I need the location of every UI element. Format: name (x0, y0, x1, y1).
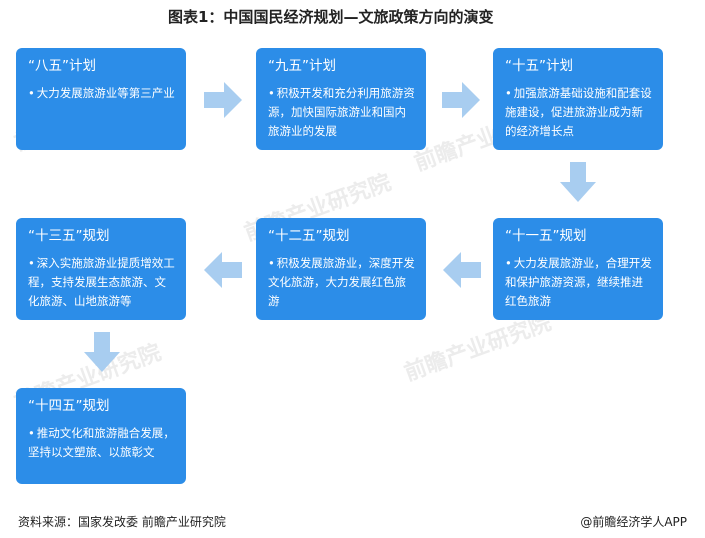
plan-box-11th: “十一五”规划 •大力发展旅游业，合理开发和保护旅游资源，继续推进红色旅游 (493, 218, 663, 320)
plan-box-14th: “十四五”规划 •推动文化和旅游融合发展，坚持以文塑旅、以旅彰文 (16, 388, 186, 484)
plan-description: •积极发展旅游业，深度开发文化旅游，大力发展红色旅游 (268, 256, 415, 308)
plan-box-12th: “十二五”规划 •积极发展旅游业，深度开发文化旅游，大力发展红色旅游 (256, 218, 426, 320)
plan-description: •加强旅游基础设施和配套设施建设，促进旅游业成为新的经济增长点 (505, 86, 652, 138)
plan-box-10th: “十五”计划 •加强旅游基础设施和配套设施建设，促进旅游业成为新的经济增长点 (493, 48, 663, 150)
plan-description: •大力发展旅游业等第三产业 (28, 86, 175, 100)
plan-box-9th: “九五”计划 •积极开发和充分利用旅游资源，加快国际旅游业和国内旅游业的发展 (256, 48, 426, 150)
plan-name: “十四五”规划 (28, 398, 110, 414)
plan-name: “十五”计划 (505, 58, 573, 74)
plan-description: •积极开发和充分利用旅游资源，加快国际旅游业和国内旅游业的发展 (268, 86, 415, 138)
brand-label: @前瞻经济学人APP (580, 515, 687, 529)
plan-description: •大力发展旅游业，合理开发和保护旅游资源，继续推进红色旅游 (505, 256, 652, 308)
plan-description: •深入实施旅游业提质增效工程，支持发展生态旅游、文化旅游、山地旅游等 (28, 256, 175, 308)
plan-description: •推动文化和旅游融合发展，坚持以文塑旅、以旅彰文 (28, 426, 175, 459)
plan-box-13th: “十三五”规划 •深入实施旅游业提质增效工程，支持发展生态旅游、文化旅游、山地旅… (16, 218, 186, 320)
plan-name: “八五”计划 (28, 58, 96, 74)
page-title: 图表1：中国国民经济规划—文旅政策方向的演变 (168, 8, 494, 26)
source-note: 资料来源：国家发改委 前瞻产业研究院 (18, 515, 226, 529)
plan-name: “十三五”规划 (28, 228, 110, 244)
arrow-left-icon (443, 252, 481, 288)
plan-name: “十二五”规划 (268, 228, 350, 244)
arrow-down-icon (560, 162, 596, 202)
arrow-left-icon (204, 252, 242, 288)
plan-name: “十一五”规划 (505, 228, 587, 244)
arrow-right-icon (204, 82, 242, 118)
plan-box-8th: “八五”计划 •大力发展旅游业等第三产业 (16, 48, 186, 150)
arrow-down-icon (84, 332, 120, 372)
arrow-right-icon (442, 82, 480, 118)
plan-name: “九五”计划 (268, 58, 336, 74)
